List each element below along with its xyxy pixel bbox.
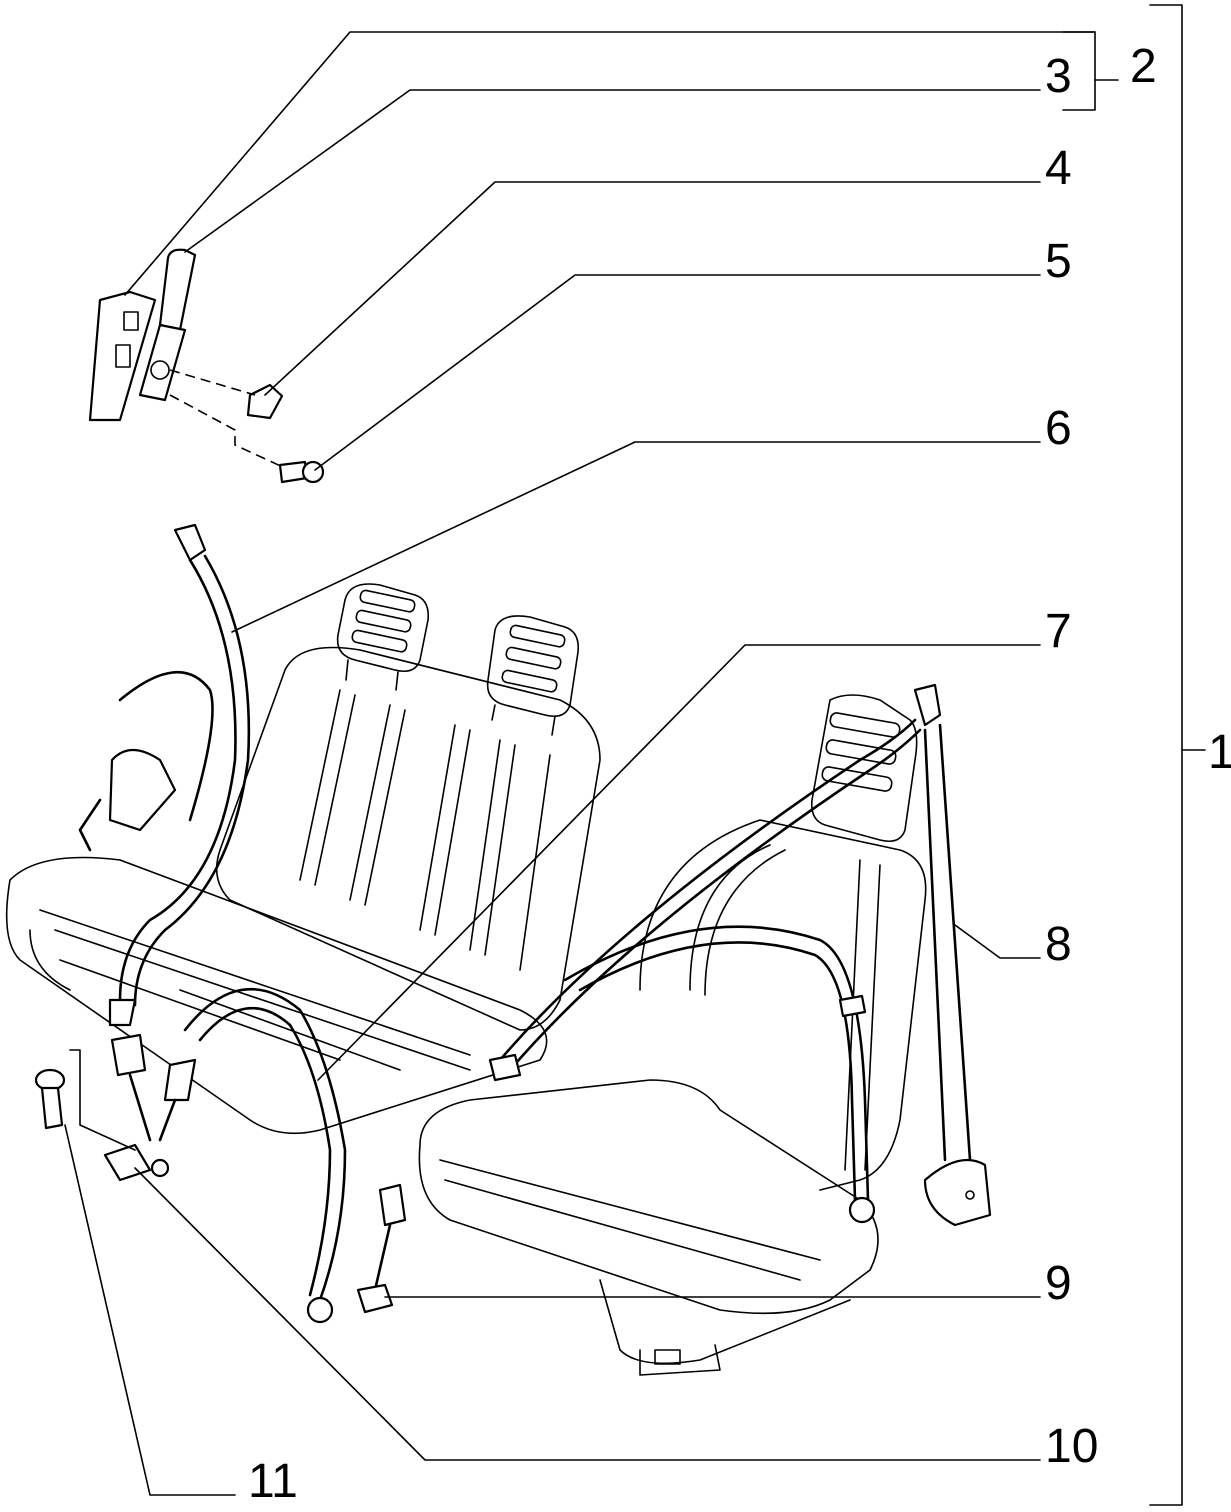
front-seat (418, 694, 927, 1376)
callout-9: 9 (1045, 1257, 1072, 1310)
callout-1: 1 (1208, 726, 1231, 779)
mounting-bolt-11 (34, 1068, 66, 1130)
callout-6: 6 (1045, 402, 1072, 455)
callout-8: 8 (1045, 918, 1072, 971)
cover-cap (246, 383, 284, 420)
callout-2: 2 (1130, 40, 1157, 93)
height-adjuster-assembly (88, 248, 197, 422)
callout-5: 5 (1045, 235, 1072, 288)
callout-11: 11 (248, 1455, 298, 1508)
rear-bench-seat (5, 583, 601, 1135)
rear-right-lap-belt (183, 987, 407, 1324)
callout-4: 4 (1045, 142, 1072, 195)
fixing-bolt-5 (278, 460, 325, 484)
front-retractor-belt (913, 683, 992, 1227)
front-lap-belt (563, 925, 876, 1224)
rear-left-belt (78, 523, 251, 1027)
rear-headrest-left (336, 583, 430, 691)
leader-lines (64, 4, 1206, 1506)
centre-buckle-set (103, 1033, 197, 1182)
callout-3: 3 (1045, 50, 1072, 103)
rear-headrest-right (486, 615, 580, 736)
front-buckle-belt (488, 718, 922, 1082)
callout-10: 10 (1045, 1420, 1098, 1473)
callout-7: 7 (1045, 605, 1072, 658)
